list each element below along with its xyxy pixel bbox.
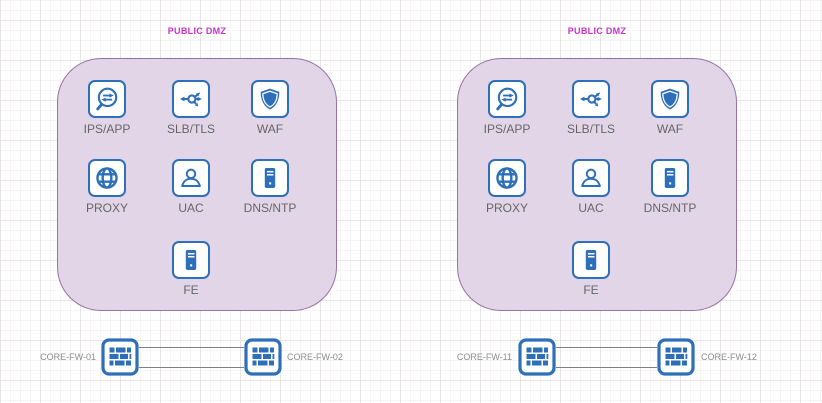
server-icon <box>172 241 210 279</box>
load-balancer-icon <box>572 80 610 118</box>
shield-icon <box>651 80 689 118</box>
node-core-fw-02[interactable] <box>244 338 282 376</box>
node-fe[interactable]: FE <box>559 241 623 297</box>
node-uac[interactable]: UAC <box>559 159 623 215</box>
fw-link-line[interactable] <box>556 367 657 368</box>
node-proxy[interactable]: PROXY <box>475 159 539 215</box>
globe-icon <box>488 159 526 197</box>
load-balancer-icon <box>172 80 210 118</box>
node-slb-tls[interactable]: SLB/TLS <box>559 80 623 136</box>
fw-label-core-fw-12: CORE-FW-12 <box>701 352 757 362</box>
user-icon <box>572 159 610 197</box>
node-label-ips-app: IPS/APP <box>483 122 531 136</box>
fw-label-core-fw-01: CORE-FW-01 <box>40 352 96 362</box>
zone-title-public-dmz-left: PUBLIC DMZ <box>167 26 227 36</box>
node-core-fw-12[interactable] <box>657 338 695 376</box>
node-label-dns-ntp: DNS/NTP <box>243 201 297 215</box>
globe-icon <box>88 159 126 197</box>
firewall-icon <box>244 338 282 376</box>
node-label-fe: FE <box>583 283 599 297</box>
fw-link-line[interactable] <box>556 347 657 348</box>
fw-label-core-fw-02: CORE-FW-02 <box>287 352 343 362</box>
shield-icon <box>251 80 289 118</box>
node-label-waf: WAF <box>256 122 284 136</box>
firewall-icon <box>101 338 139 376</box>
inspect-swap-icon <box>88 80 126 118</box>
firewall-icon <box>518 338 556 376</box>
fw-label-core-fw-11: CORE-FW-11 <box>456 352 512 362</box>
node-waf[interactable]: WAF <box>238 80 302 136</box>
node-dns-ntp[interactable]: DNS/NTP <box>638 159 702 215</box>
node-label-waf: WAF <box>656 122 684 136</box>
node-label-dns-ntp: DNS/NTP <box>643 201 697 215</box>
node-waf[interactable]: WAF <box>638 80 702 136</box>
firewall-icon <box>657 338 695 376</box>
server-icon <box>251 159 289 197</box>
node-label-uac: UAC <box>178 201 204 215</box>
zone-title-public-dmz-right: PUBLIC DMZ <box>567 26 627 36</box>
node-label-slb-tls: SLB/TLS <box>566 122 616 136</box>
node-uac[interactable]: UAC <box>159 159 223 215</box>
node-label-slb-tls: SLB/TLS <box>166 122 216 136</box>
inspect-swap-icon <box>488 80 526 118</box>
server-icon <box>651 159 689 197</box>
node-label-uac: UAC <box>578 201 604 215</box>
node-label-fe: FE <box>183 283 199 297</box>
node-ips-app[interactable]: IPS/APP <box>475 80 539 136</box>
user-icon <box>172 159 210 197</box>
node-label-ips-app: IPS/APP <box>83 122 131 136</box>
node-fe[interactable]: FE <box>159 241 223 297</box>
node-label-proxy: PROXY <box>85 201 128 215</box>
node-ips-app[interactable]: IPS/APP <box>75 80 139 136</box>
fw-link-line[interactable] <box>139 347 244 348</box>
node-slb-tls[interactable]: SLB/TLS <box>159 80 223 136</box>
server-icon <box>572 241 610 279</box>
fw-link-line[interactable] <box>139 367 244 368</box>
node-label-proxy: PROXY <box>485 201 528 215</box>
zone-public-dmz-left[interactable]: IPS/APP SLB/TLS WAF PROXY UAC DNS/NTP FE <box>57 58 337 311</box>
node-dns-ntp[interactable]: DNS/NTP <box>238 159 302 215</box>
node-core-fw-11[interactable] <box>518 338 556 376</box>
node-proxy[interactable]: PROXY <box>75 159 139 215</box>
node-core-fw-01[interactable] <box>101 338 139 376</box>
zone-public-dmz-right[interactable]: IPS/APP SLB/TLS WAF PROXY UAC DNS/NTP FE <box>457 58 737 311</box>
